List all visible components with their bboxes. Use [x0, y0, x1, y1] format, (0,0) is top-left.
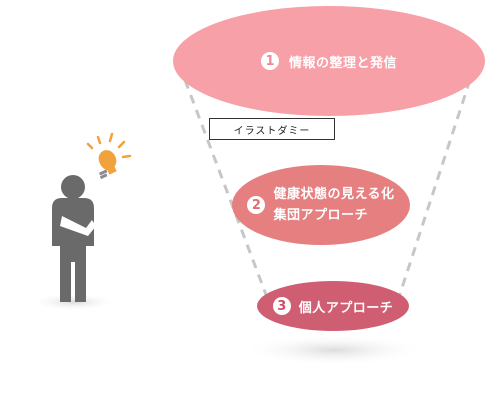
- step-3-ellipse: 3 個人アプローチ: [257, 281, 409, 331]
- step-2-ellipse: 2 健康状態の見える化 集団アプローチ: [232, 165, 410, 245]
- step-2-label-line2: 集団アプローチ: [273, 208, 368, 223]
- step-1-ellipse: 1 情報の整理と発信: [173, 6, 485, 116]
- funnel-shadow: [242, 334, 426, 366]
- illustration-placeholder-label: イラストダミー: [209, 118, 335, 140]
- step-3-label: 個人アプローチ: [298, 300, 394, 316]
- person-shadow: [30, 293, 118, 311]
- step-1-number: 1: [260, 52, 279, 70]
- lightbulb-icon: [86, 132, 132, 180]
- step-2-number: 2: [247, 196, 266, 214]
- funnel-right-line: [396, 79, 472, 301]
- funnel-outline: [183, 79, 472, 301]
- person-thinking-icon: [52, 175, 96, 302]
- funnel-left-line: [183, 79, 270, 301]
- step-1-label: 情報の整理と発信: [288, 55, 397, 71]
- step-3-number: 3: [272, 297, 291, 315]
- step-2-label-line1: 健康状態の見える化: [273, 187, 395, 202]
